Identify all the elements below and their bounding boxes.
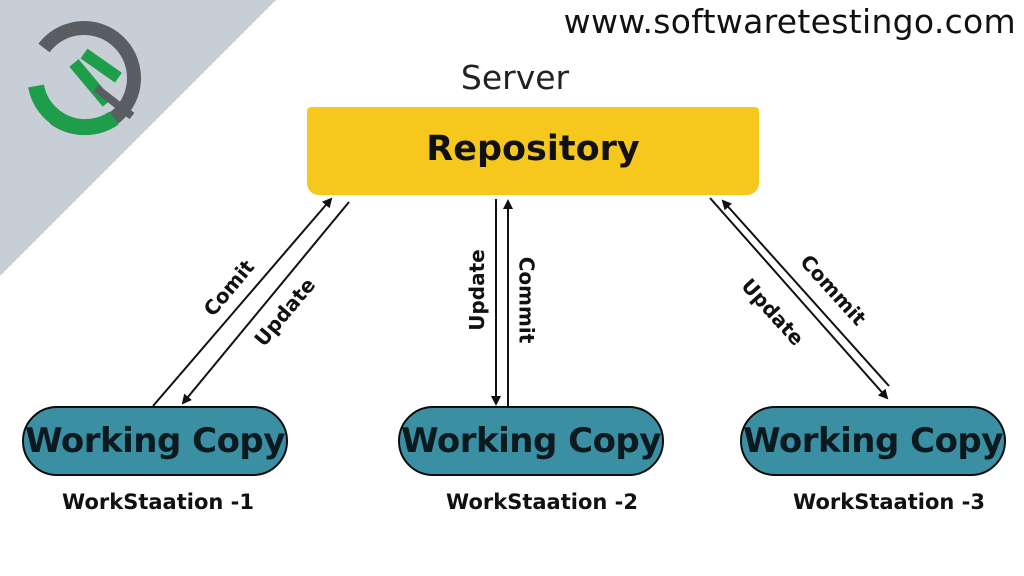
arrow-right-commit: [721, 199, 890, 387]
arrow-left-commit: [152, 197, 333, 407]
arrow-left-update: [181, 201, 350, 405]
repository-box: Repository: [307, 107, 759, 195]
working-copy-label: Working Copy: [401, 421, 661, 461]
middle-commit-label: Commit: [514, 256, 539, 344]
working-copy-label: Working Copy: [25, 421, 285, 461]
corner-band: [0, 0, 276, 276]
server-label: Server: [460, 58, 570, 97]
workstation-1-label: WorkStaation -1: [62, 490, 254, 514]
site-url: www.softwaretestingo.com: [563, 2, 1016, 41]
working-copy-1: Working Copy: [22, 406, 288, 476]
arrow-right-update: [709, 197, 889, 400]
working-copy-2: Working Copy: [398, 406, 664, 476]
working-copy-label: Working Copy: [743, 421, 1003, 461]
workstation-3-label: WorkStaation -3: [793, 490, 985, 514]
workstation-2-label: WorkStaation -2: [446, 490, 638, 514]
working-copy-3: Working Copy: [740, 406, 1006, 476]
middle-update-label: Update: [464, 249, 489, 331]
logo-icon: [28, 21, 141, 136]
repository-label: Repository: [426, 129, 640, 169]
